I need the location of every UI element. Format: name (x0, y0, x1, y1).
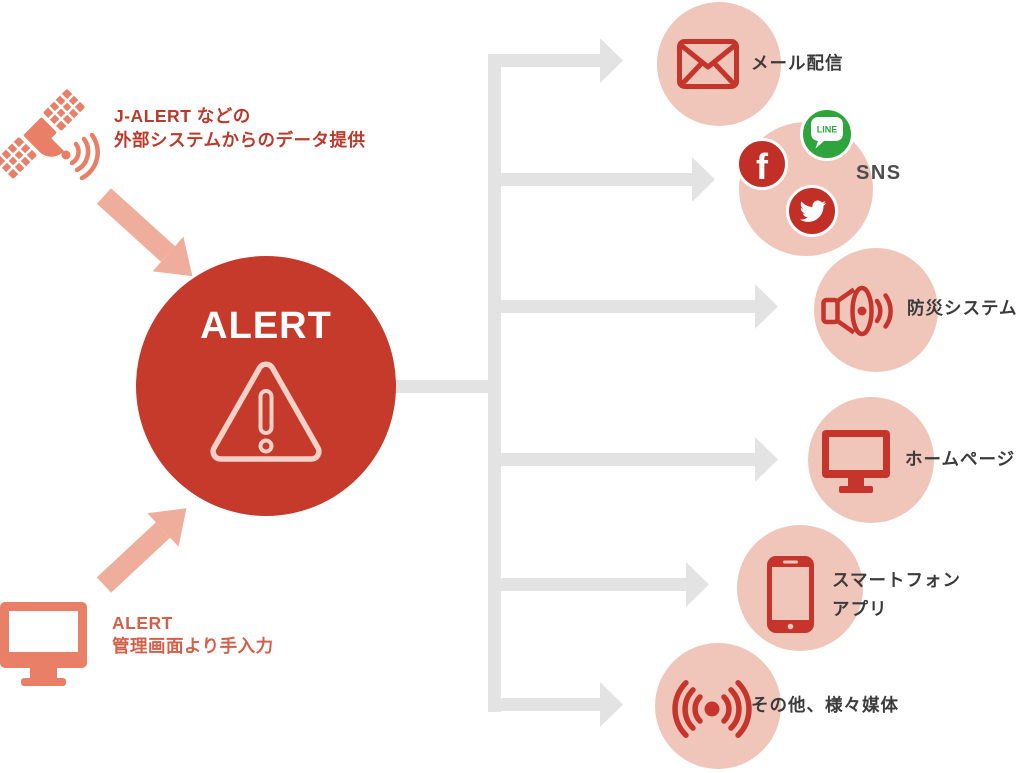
arrowhead-mail (600, 38, 623, 83)
arrowhead-smartphone (686, 562, 709, 607)
line-badge-text: LINE (817, 125, 838, 135)
input-label-manual-line1: ALERT (112, 613, 173, 633)
input-label-manual-line2: 管理画面より手入力 (112, 636, 274, 656)
input-arrow-satellite-head (152, 236, 193, 277)
arrowhead-other (600, 682, 623, 727)
output-label-smartphone-line2: アプリ (832, 599, 888, 619)
output-label-mail: メール配信 (751, 53, 844, 73)
input-label-external-line2: 外部システムからのデータ提供 (114, 130, 366, 150)
input-arrow-manual-head (147, 508, 187, 547)
loudspeaker-icon (821, 285, 893, 337)
branch-sns (499, 173, 692, 186)
branch-smartphone (499, 578, 686, 591)
branch-mail (499, 54, 600, 67)
hub-title: ALERT (200, 305, 332, 347)
mail-icon (677, 39, 739, 89)
output-label-sns: SNS (856, 162, 902, 184)
satellite-icon (0, 89, 100, 181)
salmon-input-arrows (96, 188, 193, 593)
input-label-manual: ALERT 管理画面より手入力 (112, 612, 412, 658)
facebook-f-glyph: f (756, 146, 768, 187)
input-label-external-line1: J-ALERT などの (114, 106, 251, 126)
arrowhead-homepage (755, 437, 778, 482)
facebook-badge-icon: f (736, 138, 788, 190)
warning-triangle-icon (210, 361, 322, 462)
input-label-external: J-ALERT などの 外部システムからのデータ提供 (114, 104, 414, 152)
branch-other (499, 698, 600, 711)
output-label-other: その他、様々媒体 (751, 695, 899, 715)
branch-bousai (499, 300, 755, 313)
twitter-badge-icon (786, 185, 838, 237)
twitter-bird-icon (799, 199, 826, 222)
gray-connector-lines (393, 38, 778, 727)
line-bubble-icon: LINE (811, 117, 843, 149)
monitor-icon-input (0, 602, 87, 686)
trunk-line (488, 54, 501, 712)
broadcast-icon (672, 680, 752, 738)
arrowhead-sns (692, 157, 715, 202)
monitor-icon-homepage (822, 430, 890, 493)
smartphone-icon (767, 556, 814, 633)
input-arrow-satellite-shaft (96, 188, 176, 262)
output-node-bousai (814, 248, 938, 372)
line-badge-icon: LINE (800, 107, 854, 161)
arrowhead-bousai (755, 284, 778, 329)
branch-homepage (499, 453, 755, 466)
output-label-smartphone-line1: スマートフォン (832, 570, 961, 590)
hub-output-line (393, 380, 490, 393)
input-arrow-manual-shaft (96, 522, 171, 593)
hub-circle: ALERT (136, 256, 396, 516)
output-label-bousai: 防災システム (907, 298, 1018, 318)
output-label-smartphone: スマートフォン アプリ (832, 566, 992, 624)
output-label-homepage: ホームページ (905, 449, 1016, 469)
